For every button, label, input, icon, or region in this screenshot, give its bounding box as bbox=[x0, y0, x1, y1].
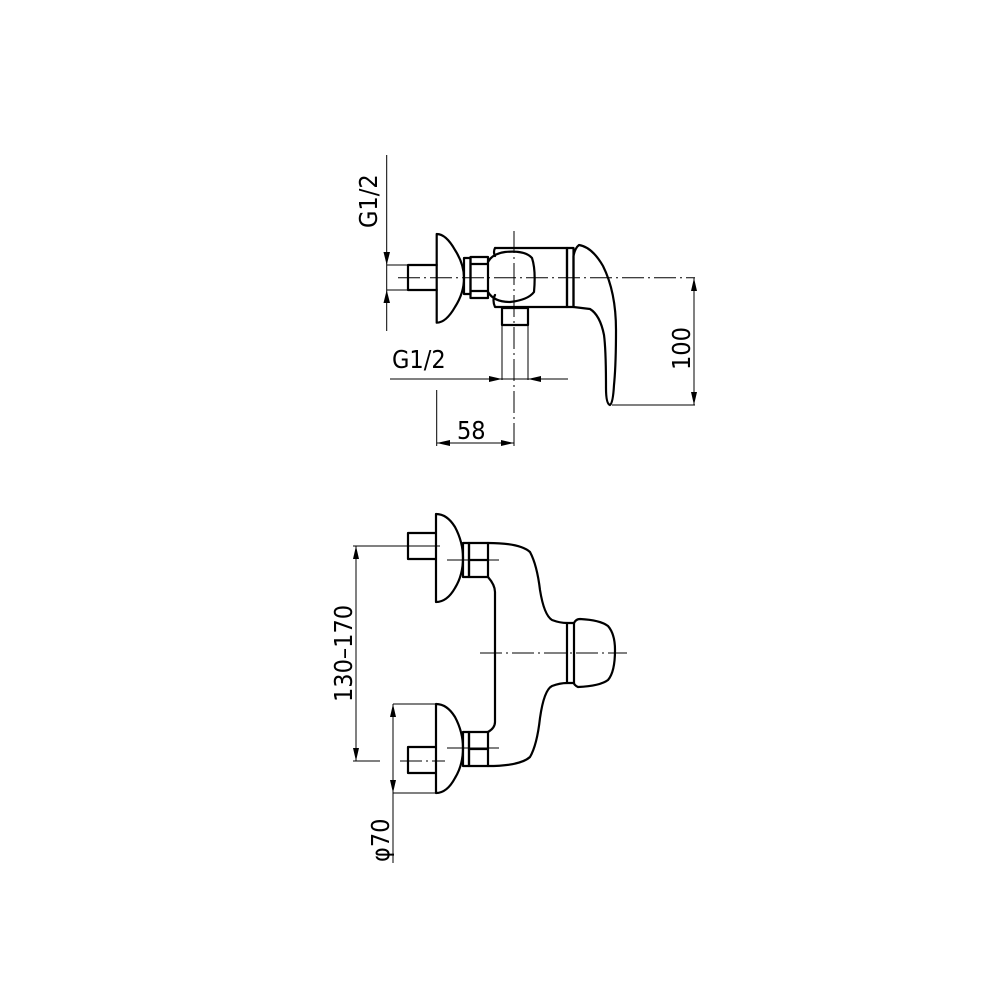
valve-body bbox=[492, 246, 569, 309]
outlet-thread-label: G1/2 bbox=[392, 345, 446, 374]
outlet-nut bbox=[500, 306, 530, 327]
inlet-thread-label: G1/2 bbox=[354, 174, 383, 228]
outlet-pipe bbox=[501, 325, 529, 380]
bottom-nut bbox=[467, 730, 490, 768]
center-distance-label: 130–170 bbox=[329, 605, 358, 702]
front-lever bbox=[572, 617, 617, 689]
height-dimension-lines bbox=[612, 278, 695, 406]
lever-handle bbox=[572, 243, 618, 407]
front-view: 130–170 φ70 bbox=[329, 512, 627, 863]
bottom-nipple bbox=[406, 745, 437, 775]
nut bbox=[469, 255, 490, 300]
side-view: G1/2 G1/2 58 100 bbox=[354, 155, 697, 446]
depth-dimension-label: 58 bbox=[457, 416, 486, 445]
height-dimension-label: 100 bbox=[667, 327, 696, 370]
front-cap bbox=[565, 621, 576, 685]
diameter-dimension-lines bbox=[392, 703, 436, 863]
escutcheon bbox=[435, 232, 466, 324]
inlet-dimension-arrows bbox=[383, 252, 390, 303]
height-dimension-arrows bbox=[691, 278, 697, 405]
body-knuckle bbox=[486, 250, 536, 304]
diameter-label: φ70 bbox=[366, 819, 395, 862]
mixer-body bbox=[486, 541, 569, 768]
center-distance-dimension-lines bbox=[353, 545, 440, 762]
top-escutcheon bbox=[434, 512, 465, 604]
outlet-dimension-arrows bbox=[489, 376, 541, 382]
inlet-dimension-lines bbox=[386, 155, 408, 331]
inlet-centerlines bbox=[447, 559, 499, 749]
